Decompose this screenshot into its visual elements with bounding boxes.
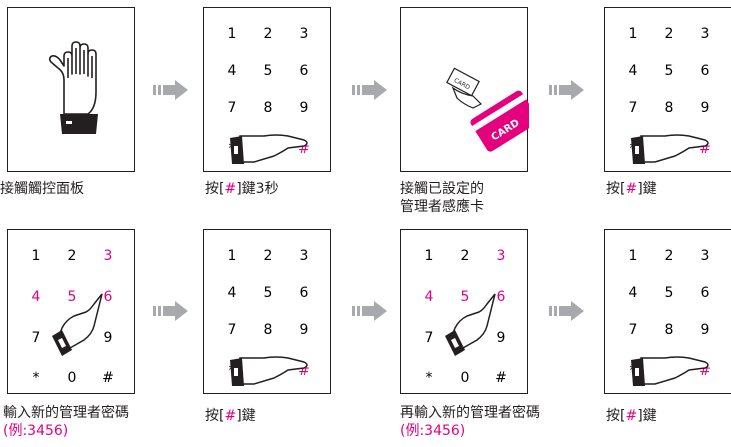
pointing-hand-icon bbox=[631, 134, 709, 164]
key-1: 1 bbox=[32, 248, 41, 264]
panel-enter-code: 1 2 3 4 5 6 7 9 * 0 # bbox=[7, 229, 135, 394]
key-8: 8 bbox=[665, 100, 674, 116]
key-2: 2 bbox=[461, 248, 470, 264]
key-hash: # bbox=[699, 141, 711, 157]
key-5: 5 bbox=[68, 289, 77, 305]
step-6-caption: 按[#]鍵 bbox=[205, 408, 256, 424]
key-0: 0 bbox=[68, 370, 77, 386]
key-4: 4 bbox=[32, 289, 41, 305]
key-5: 5 bbox=[264, 63, 273, 79]
key-hash: # bbox=[298, 141, 310, 157]
key-5: 5 bbox=[461, 289, 470, 305]
key-star: * bbox=[426, 370, 433, 386]
key-3: 3 bbox=[497, 248, 506, 264]
key-3: 3 bbox=[300, 248, 309, 264]
panel-card: CARD CARD bbox=[400, 7, 529, 172]
key-hash: # bbox=[298, 363, 310, 379]
card-icon: CARD bbox=[470, 90, 529, 152]
step-3-caption: 接觸已設定的 管理者感應卡 bbox=[400, 181, 484, 215]
key-9: 9 bbox=[497, 330, 506, 346]
key-7: 7 bbox=[228, 100, 237, 116]
key-2: 2 bbox=[68, 248, 77, 264]
key-2: 2 bbox=[665, 26, 674, 42]
pointing-hand-icon bbox=[230, 134, 308, 164]
key-7: 7 bbox=[425, 330, 434, 346]
key-5: 5 bbox=[665, 285, 674, 301]
panel-press-hash: 1 2 3 4 5 6 7 8 9 * # bbox=[604, 7, 731, 172]
key-hash: # bbox=[699, 363, 711, 379]
key-6: 6 bbox=[701, 63, 710, 79]
key-1: 1 bbox=[629, 248, 638, 264]
key-hash: # bbox=[495, 370, 507, 386]
key-2: 2 bbox=[264, 248, 273, 264]
panel-reenter-code: 1 2 3 4 5 6 7 9 * 0 # bbox=[400, 229, 528, 394]
pointing-hand-icon bbox=[631, 356, 709, 386]
key-9: 9 bbox=[701, 100, 710, 116]
key-8: 8 bbox=[264, 100, 273, 116]
key-6: 6 bbox=[104, 289, 113, 305]
key-5: 5 bbox=[665, 63, 674, 79]
hand-holding-card-icon: CARD bbox=[446, 67, 483, 109]
pointing-hand-icon bbox=[230, 356, 308, 386]
key-6: 6 bbox=[300, 285, 309, 301]
key-6: 6 bbox=[497, 289, 506, 305]
key-4: 4 bbox=[629, 63, 638, 79]
key-9: 9 bbox=[104, 330, 113, 346]
key-0: 0 bbox=[461, 370, 470, 386]
key-7: 7 bbox=[629, 322, 638, 338]
key-1: 1 bbox=[228, 26, 237, 42]
hand-icon bbox=[48, 41, 98, 134]
arrow-right-icon bbox=[352, 301, 387, 321]
key-9: 9 bbox=[701, 322, 710, 338]
key-6: 6 bbox=[701, 285, 710, 301]
arrow-right-icon bbox=[549, 301, 584, 321]
key-3: 3 bbox=[300, 26, 309, 42]
arrow-right-icon bbox=[549, 80, 584, 100]
key-3: 3 bbox=[701, 248, 710, 264]
key-1: 1 bbox=[425, 248, 434, 264]
key-1: 1 bbox=[228, 248, 237, 264]
step-2-caption: 按[#]鍵3秒 bbox=[205, 181, 279, 197]
panel-touch bbox=[7, 7, 135, 172]
step-4-caption: 按[#]鍵 bbox=[606, 181, 657, 197]
key-7: 7 bbox=[629, 100, 638, 116]
key-6: 6 bbox=[300, 63, 309, 79]
step-5-caption: 輸入新的管理者密碼 (例:3456) bbox=[3, 405, 129, 439]
pointing-hand-icon bbox=[445, 293, 496, 356]
key-2: 2 bbox=[665, 248, 674, 264]
key-1: 1 bbox=[629, 26, 638, 42]
keypad: 1 2 3 4 5 6 7 8 9 * # bbox=[629, 26, 711, 157]
arrow-right-icon bbox=[153, 80, 188, 100]
key-2: 2 bbox=[264, 26, 273, 42]
key-9: 9 bbox=[300, 100, 309, 116]
key-7: 7 bbox=[32, 330, 41, 346]
panel-press-hash-3s: 1 2 3 4 5 6 7 8 9 * # bbox=[203, 7, 331, 172]
arrow-right-icon bbox=[153, 301, 188, 321]
keypad: 1 2 3 4 5 6 7 9 * 0 # bbox=[425, 248, 507, 386]
key-5: 5 bbox=[264, 285, 273, 301]
arrow-right-icon bbox=[352, 80, 387, 100]
step-1-caption: 接觸觸控面板 bbox=[0, 181, 84, 197]
key-3: 3 bbox=[701, 26, 710, 42]
panel-press-hash: 1 2 3 4 5 6 7 8 9 * # bbox=[604, 229, 731, 394]
key-star: * bbox=[33, 370, 40, 386]
key-9: 9 bbox=[300, 322, 309, 338]
key-7: 7 bbox=[228, 322, 237, 338]
panel-press-hash: 1 2 3 4 5 6 7 8 9 * # bbox=[203, 229, 331, 394]
key-4: 4 bbox=[629, 285, 638, 301]
keypad: 1 2 3 4 5 6 7 9 * 0 # bbox=[32, 248, 114, 386]
key-8: 8 bbox=[264, 322, 273, 338]
key-4: 4 bbox=[425, 289, 434, 305]
pointing-hand-icon bbox=[52, 293, 103, 356]
key-4: 4 bbox=[228, 63, 237, 79]
key-hash: # bbox=[102, 370, 114, 386]
step-7-caption: 再輸入新的管理者密碼 (例:3456) bbox=[400, 405, 540, 439]
key-3: 3 bbox=[104, 248, 113, 264]
key-8: 8 bbox=[665, 322, 674, 338]
key-4: 4 bbox=[228, 285, 237, 301]
step-8-caption: 按[#]鍵 bbox=[606, 408, 657, 424]
